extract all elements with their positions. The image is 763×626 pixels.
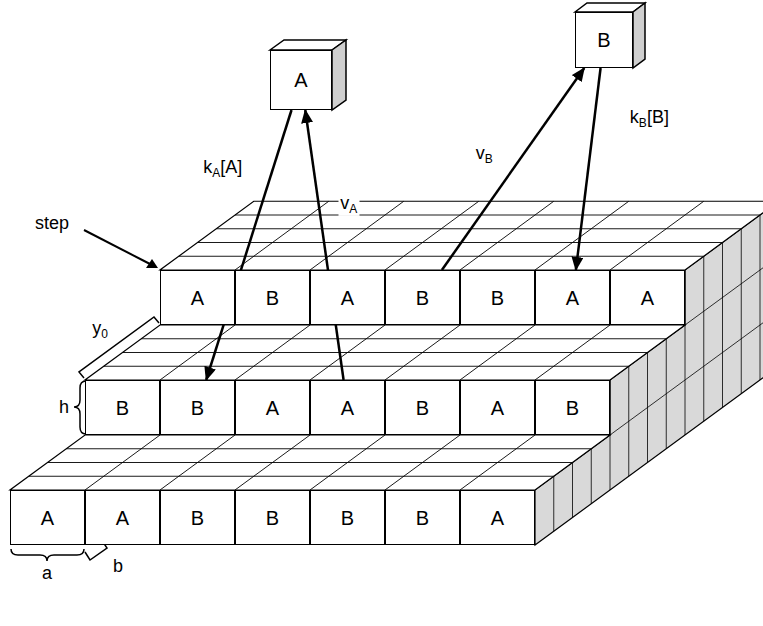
surface-cube: A <box>85 490 160 545</box>
surface-cube: B <box>385 270 460 325</box>
surface-cube: B <box>460 270 535 325</box>
cube-letter: B <box>341 508 354 528</box>
cube-letter: B <box>191 398 204 418</box>
cube-letter: A <box>294 70 307 90</box>
dimension-label: h <box>57 398 71 418</box>
surface-grid-line <box>123 352 648 353</box>
adatom-cube: A <box>270 50 332 110</box>
surface-cube: B <box>235 270 310 325</box>
cube-letter: B <box>416 288 429 308</box>
surface-cube: A <box>235 380 310 435</box>
surface-cube: A <box>160 270 235 325</box>
rate-arrow <box>305 110 343 380</box>
surface-cube: A <box>460 490 535 545</box>
adatom-cube: B <box>575 12 633 68</box>
surface-cube: A <box>310 380 385 435</box>
terrace-surface <box>160 201 763 270</box>
cube-letter: A <box>41 508 54 528</box>
surface-cube: A <box>610 270 685 325</box>
surface-grid-line <box>460 201 554 270</box>
side-grid-line <box>591 449 592 504</box>
cube-letter: B <box>597 30 610 50</box>
surface-cube: A <box>535 270 610 325</box>
surface-cube: B <box>160 490 235 545</box>
cube-letter: B <box>416 398 429 418</box>
surface-cube: B <box>385 490 460 545</box>
rate-label: vB <box>474 144 495 166</box>
side-grid-line <box>741 229 742 394</box>
surface-grid-line <box>66 448 591 449</box>
side-grid-line <box>572 463 573 518</box>
side-grid-line <box>722 243 723 408</box>
dimension-brace <box>11 549 84 561</box>
surface-cube: B <box>160 380 235 435</box>
step-arrowhead <box>146 259 158 268</box>
cube-letter: B <box>491 288 504 308</box>
rate-label: kB[B] <box>628 107 671 129</box>
surface-cube: A <box>10 490 85 545</box>
surface-cube: A <box>310 270 385 325</box>
surface-cube: A <box>460 380 535 435</box>
terrace-surfaces <box>10 201 763 490</box>
cube-letter: B <box>566 398 579 418</box>
dimension-bracket <box>79 317 159 378</box>
surface-grid-line <box>216 228 741 229</box>
cube-letter: A <box>191 288 204 308</box>
surface-grid-line <box>104 366 629 367</box>
rate-label: kA[A] <box>201 158 244 180</box>
cube-letter: A <box>266 398 279 418</box>
surface-grid-line <box>48 462 573 463</box>
surface-grid-line <box>235 201 329 270</box>
terrace-surface <box>85 325 685 380</box>
step-leader <box>84 230 150 264</box>
cube-letter: A <box>566 288 579 308</box>
surface-grid-line <box>610 201 704 270</box>
cube-letter: A <box>491 508 504 528</box>
surface-grid-line <box>29 476 554 477</box>
cube-letter: B <box>191 508 204 528</box>
dimension-label: b <box>111 557 125 577</box>
dimension-label: y0 <box>90 319 110 341</box>
cube-letter: A <box>341 288 354 308</box>
cube-letter: A <box>341 398 354 418</box>
cube-side-face <box>332 40 346 110</box>
cube-side-face <box>633 3 645 68</box>
cube-letter: A <box>641 288 654 308</box>
cube-letter: A <box>491 398 504 418</box>
surface-cube: B <box>85 380 160 435</box>
rate-label: vA <box>338 193 359 215</box>
cube-letter: B <box>266 288 279 308</box>
cube-letter: B <box>266 508 279 528</box>
step-label: step <box>33 214 71 234</box>
cube-letter: A <box>116 508 129 528</box>
side-grid-line <box>685 256 763 325</box>
terrace-surface <box>10 435 610 490</box>
side-grid-line <box>703 256 704 421</box>
surface-grid-line <box>179 256 704 257</box>
side-grid-line <box>553 476 554 531</box>
surface-cube: B <box>310 490 385 545</box>
side-grid-line <box>760 215 761 380</box>
rate-arrow <box>576 68 601 270</box>
rate-arrow <box>442 68 584 270</box>
surface-grid-line <box>235 215 760 216</box>
rate-arrow <box>206 110 291 380</box>
surface-cube: B <box>535 380 610 435</box>
cube-letter: B <box>416 508 429 528</box>
cube-letter: B <box>116 398 129 418</box>
surface-cube: B <box>235 490 310 545</box>
surface-cube: B <box>385 380 460 435</box>
dimension-label: a <box>40 564 54 584</box>
